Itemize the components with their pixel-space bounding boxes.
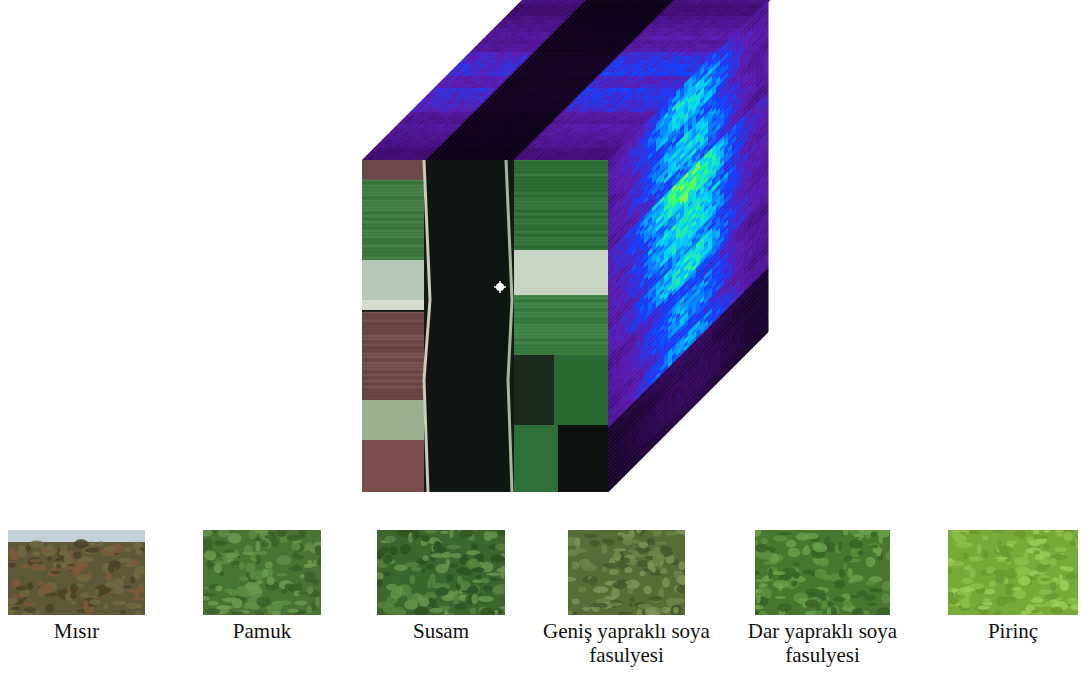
crop-photo [8,530,145,615]
crop-node: Pamuk [203,530,321,643]
crop-photo [755,530,890,615]
aerial-image [362,160,608,492]
crop-label: Dar yapraklı soya fasulyesi [728,619,918,667]
crop-photo [377,530,505,615]
crop-label: Susam [346,619,536,643]
crop-label: Pirinç [918,619,1081,643]
crop-node: Pirinç [948,530,1078,643]
crop-node: Mısır [8,530,145,643]
crop-node: Dar yapraklı soya fasulyesi [755,530,890,667]
crop-photo [948,530,1078,615]
crop-photo [203,530,321,615]
crop-label: Pamuk [167,619,357,643]
crop-label: Mısır [0,619,172,643]
crop-photo [568,530,685,615]
crop-node: Geniş yapraklı soya fasulyesi [568,530,685,667]
spectral-side-face [608,0,769,493]
crop-node: Susam [377,530,505,643]
spectral-top-face [362,0,771,160]
crop-label: Geniş yapraklı soya fasulyesi [532,619,722,667]
